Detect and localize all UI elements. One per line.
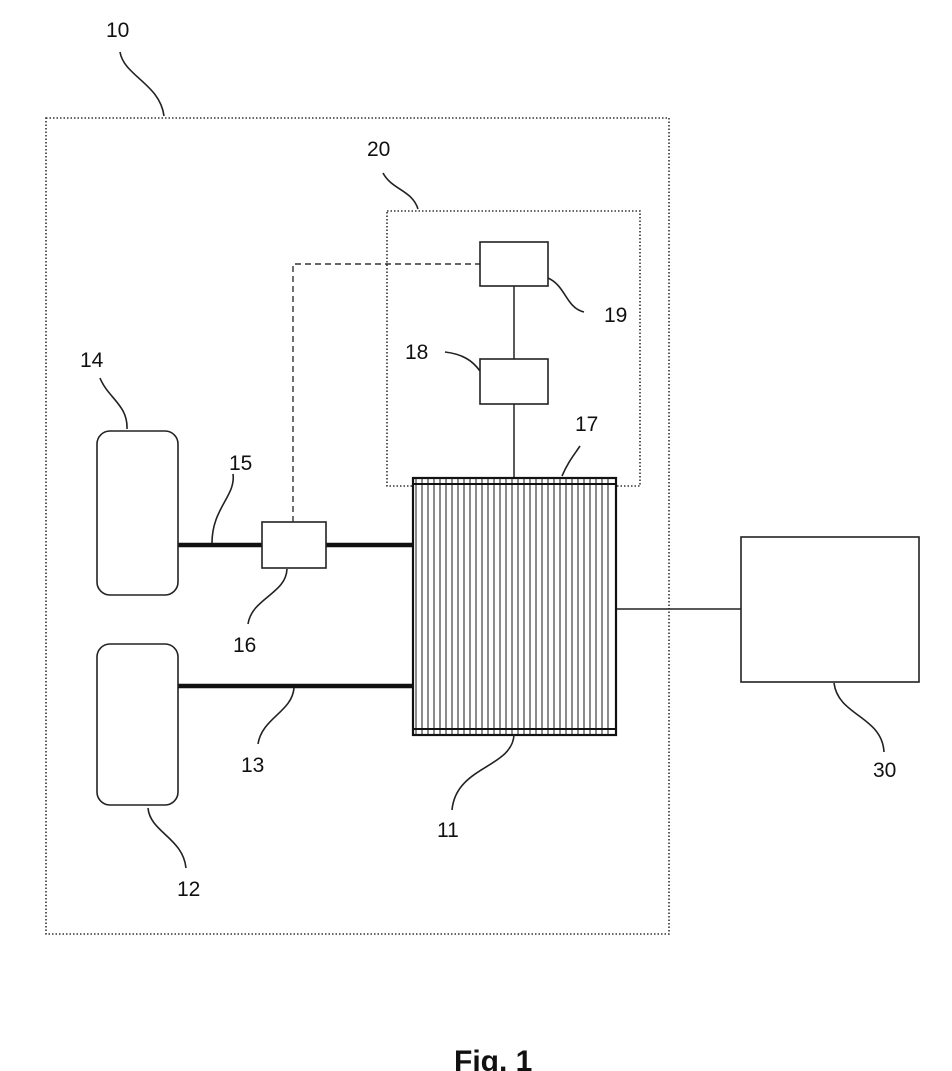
label-subsystem: 20 [367, 138, 390, 161]
label-line-a: 13 [241, 754, 264, 777]
leader-system [120, 52, 164, 116]
module-lower [480, 359, 548, 404]
label-valve: 16 [233, 634, 256, 657]
leader-line-b [212, 474, 233, 543]
leader-subsystem [383, 173, 418, 209]
leader-module-upper [548, 278, 584, 312]
label-external: 30 [873, 759, 896, 782]
leader-stack-top [562, 446, 580, 476]
leader-external [834, 683, 884, 752]
label-system: 10 [106, 19, 129, 42]
label-module-lower: 18 [405, 341, 428, 364]
leader-tank-b [100, 378, 127, 429]
stack-body [413, 478, 616, 735]
module-upper [480, 242, 548, 286]
label-tank-b: 14 [80, 349, 104, 372]
external-unit [741, 537, 919, 682]
cell-stack [413, 478, 616, 735]
tank-b [97, 431, 178, 595]
label-line-b: 15 [229, 452, 252, 475]
figure-caption: Fig. 1 [454, 1045, 532, 1071]
tank-a [97, 644, 178, 805]
leader-line-a [258, 688, 294, 744]
valve [262, 522, 326, 568]
leader-valve [248, 569, 287, 624]
leader-tank-a [148, 808, 186, 868]
label-module-upper: 19 [604, 304, 627, 327]
label-stack: 11 [437, 819, 459, 842]
label-stack-top: 17 [575, 413, 598, 436]
leader-stack [452, 735, 514, 810]
label-tank-a: 12 [177, 878, 200, 901]
leader-module-lower [445, 352, 480, 371]
